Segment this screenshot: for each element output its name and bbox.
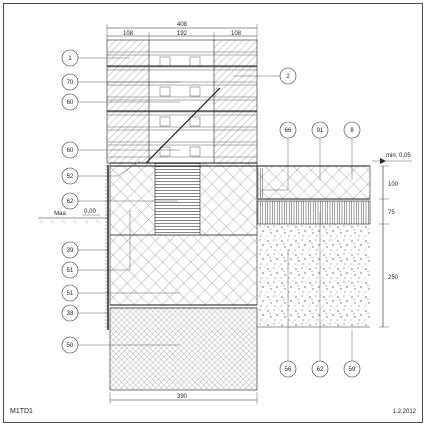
foundation-wall — [105, 162, 258, 391]
dim-footing-width: 390 — [177, 394, 188, 400]
dim-insulation: 75 — [388, 210, 395, 216]
dimensions-right: 100 75 250 min. 0,05 — [372, 153, 412, 328]
callout-number: 52 — [67, 174, 74, 180]
dim-total-width: 408 — [177, 22, 188, 28]
callout-bubble: 8 — [343, 121, 361, 180]
callout-number: 59 — [349, 367, 356, 373]
drawing-id: M1TD1 — [10, 408, 33, 415]
callout-number: 56 — [285, 367, 292, 373]
drawing-date: 1.2.2012 — [393, 409, 417, 415]
dimensions-top: 408 108 192 108 — [106, 22, 258, 40]
dim-core: 192 — [177, 31, 188, 37]
callout-bubble: 51 — [61, 284, 180, 302]
callout-bubble: 91 — [311, 121, 329, 180]
dim-left-wall: 108 — [123, 31, 134, 37]
callout-number: 70 — [67, 80, 74, 86]
masonry-wall — [106, 39, 258, 164]
callout-bubble: 60 — [61, 93, 180, 111]
callout-number: 51 — [67, 268, 74, 274]
callout-bubble: 56 — [279, 250, 297, 378]
callouts-bottom: 56 62 59 — [279, 212, 361, 378]
callout-bubble: 2 — [233, 67, 297, 85]
callout-bubble: 70 — [61, 73, 180, 91]
dimensions-bottom: 390 — [109, 392, 258, 404]
callouts-right: 2 — [233, 67, 297, 85]
callout-number: 50 — [67, 343, 74, 349]
callout-bubble: 59 — [343, 330, 361, 378]
callout-bubble: 52 — [61, 160, 141, 185]
callout-bubble: 60 — [61, 141, 180, 159]
dim-gravel: 250 — [388, 275, 399, 281]
callout-number: 91 — [317, 128, 324, 134]
dim-slab: 100 — [388, 182, 399, 188]
slope-label: min. 0,05 — [386, 153, 411, 159]
callout-number: 1 — [68, 56, 72, 62]
callout-bubble: 50 — [61, 336, 180, 354]
callout-number: 51 — [67, 291, 74, 297]
callout-number: 62 — [67, 199, 74, 205]
callout-number: 66 — [285, 128, 292, 134]
ground-level: 0,00 — [84, 209, 96, 215]
dim-right-wall: 108 — [231, 31, 242, 37]
callout-number: 60 — [67, 148, 74, 154]
ground-surface: Maa 0,00 — [38, 209, 108, 224]
callout-bubble: 66 — [262, 121, 297, 191]
ground-label: Maa — [54, 211, 66, 217]
callouts-left: 1 70 60 60 52 62 — [61, 49, 180, 354]
callout-bubble: 62 — [61, 192, 178, 210]
callout-bubble: 39 — [61, 241, 108, 259]
callout-number: 62 — [317, 367, 324, 373]
callout-bubble: 38 — [61, 304, 108, 322]
callout-number: 60 — [67, 100, 74, 106]
callout-bubble: 51 — [61, 210, 131, 279]
callout-bubble: 1 — [61, 49, 130, 67]
sheet-border — [3, 3, 423, 423]
callouts-top: 66 91 8 — [262, 121, 361, 191]
callout-bubble: 62 — [311, 212, 329, 378]
callout-number: 38 — [67, 311, 74, 317]
callout-number: 39 — [67, 248, 74, 254]
floor-structure — [256, 165, 371, 328]
callout-number: 8 — [350, 128, 354, 134]
callout-number: 2 — [286, 74, 290, 80]
